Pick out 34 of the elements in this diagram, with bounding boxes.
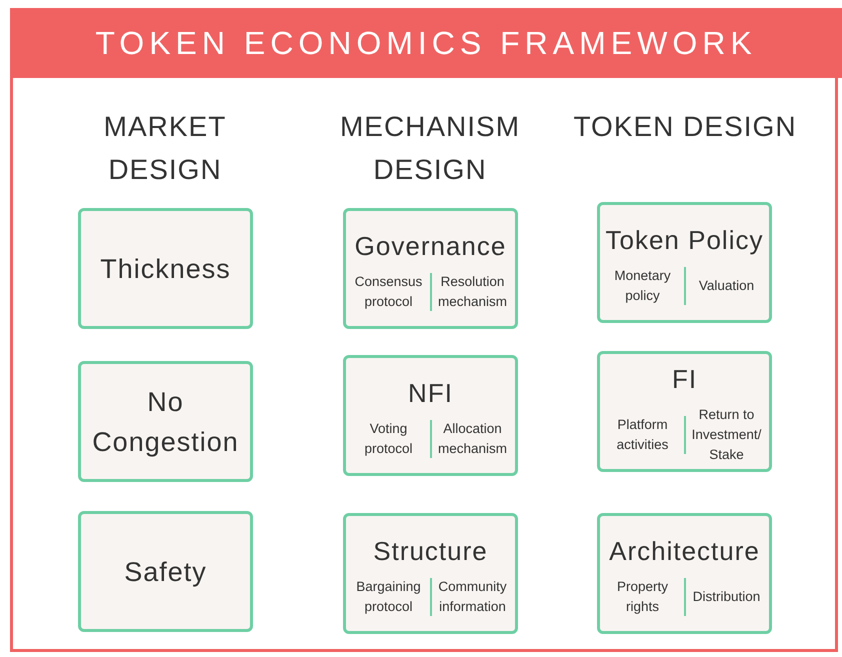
sub-item-text: Community information xyxy=(437,578,508,616)
category-box xyxy=(343,355,518,476)
sub-item-text: Monetary policy xyxy=(613,266,672,305)
category-box xyxy=(597,513,772,634)
box-heading: Structure xyxy=(373,534,488,568)
box-heading: NFI xyxy=(408,376,453,410)
box-heading: Token Policy xyxy=(606,224,764,256)
box-heading: No Congestion xyxy=(91,386,240,459)
sub-item-text: Allocation mechanism xyxy=(436,420,508,458)
column-heading: MECHANISM DESIGN xyxy=(338,110,522,187)
category-box xyxy=(78,511,253,632)
title: TOKEN ECONOMICS FRAMEWORK xyxy=(95,24,757,62)
column-heading: MARKET DESIGN xyxy=(102,110,228,187)
sub-item-text: Valuation xyxy=(698,276,756,294)
sub-item-text: Resolution mechanism xyxy=(436,272,508,310)
box-heading: Safety xyxy=(123,556,208,589)
sub-item-text: Bargaining protocol xyxy=(355,578,422,616)
box-heading: Governance xyxy=(354,230,506,262)
sub-item-text: Distribution xyxy=(692,588,762,606)
category-box xyxy=(343,208,518,329)
category-box xyxy=(78,361,253,482)
box-heading: Thickness xyxy=(99,252,232,286)
sub-item-text: Property rights xyxy=(616,578,670,616)
sub-item-text: Return to Investment/ Stake xyxy=(690,406,762,464)
box-heading: FI xyxy=(672,362,698,396)
sub-item-text: Consensus protocol xyxy=(354,272,424,311)
category-box xyxy=(343,513,518,634)
category-box xyxy=(597,202,772,323)
column-heading: TOKEN DESIGN xyxy=(572,110,798,144)
category-box xyxy=(78,208,253,329)
category-box xyxy=(597,351,772,472)
box-heading: Architecture xyxy=(609,534,760,568)
sub-item-text: Voting protocol xyxy=(363,420,414,458)
sub-item-text: Platform activities xyxy=(616,416,670,454)
